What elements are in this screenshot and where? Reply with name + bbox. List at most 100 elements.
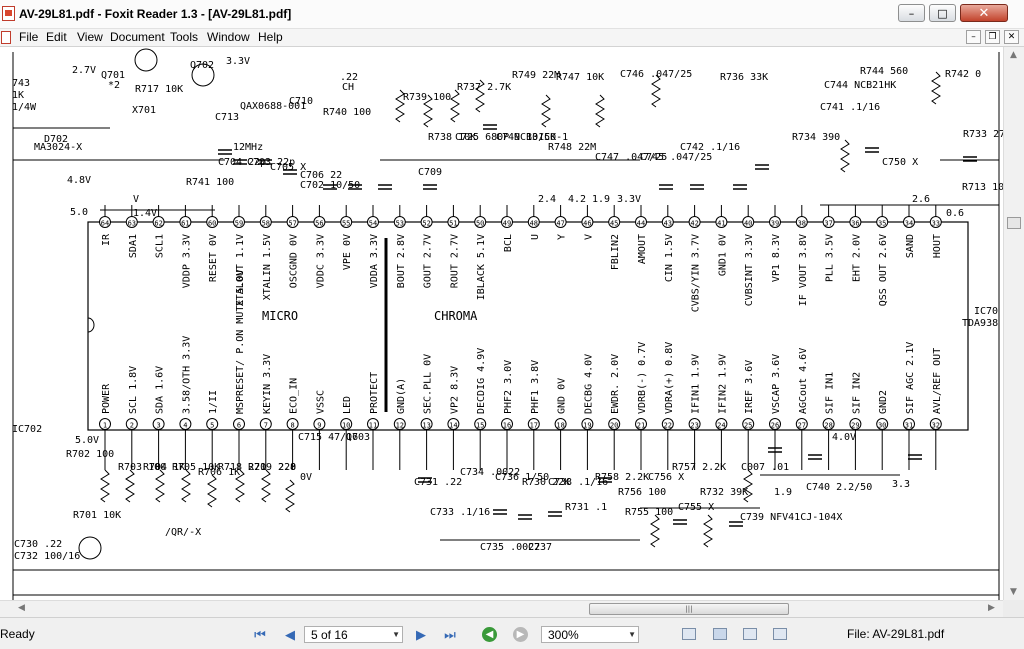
scroll-down-arrow-icon[interactable]: ▼	[1010, 587, 1017, 597]
horizontal-scroll-thumb[interactable]: |||	[589, 603, 789, 615]
bottom-pin-circle	[635, 418, 647, 430]
component-label: 4.0V	[832, 432, 856, 443]
menu-tools[interactable]: Tools	[170, 30, 199, 44]
component-label: C738 .1/16	[548, 477, 608, 488]
top-pin-number: 41	[717, 220, 725, 228]
top-pin-name: QSS OUT 2.6V	[878, 234, 889, 306]
top-pin-circle	[393, 216, 406, 228]
top-pin-name: IF VOUT 3.8V	[798, 234, 809, 306]
component-label: C734 .0022	[460, 467, 520, 478]
bottom-pin-circle	[340, 418, 353, 430]
bottom-pin-number: 30	[878, 422, 886, 430]
bottom-pin-circle	[125, 418, 138, 430]
bottom-pin-name: PROTECT	[369, 372, 380, 414]
zoom-dropdown-icon[interactable]: ▼	[628, 630, 636, 639]
scroll-left-arrow-icon[interactable]: ◀	[18, 603, 25, 613]
menu-document[interactable]: Document	[110, 30, 165, 44]
first-page-icon[interactable]: ⏮	[254, 626, 266, 642]
menu-window[interactable]: Window	[207, 30, 250, 44]
single-page-icon[interactable]	[682, 628, 696, 640]
menu-help[interactable]: Help	[258, 30, 283, 44]
previous-page-icon[interactable]: ◀	[285, 626, 295, 642]
component-label: C756 X	[648, 472, 684, 483]
doc-minimize-button[interactable]: –	[966, 30, 981, 44]
zoom-field[interactable]: 300% ▼	[541, 626, 639, 643]
component-label: R731 .1	[565, 502, 607, 513]
top-pin-name: HOUT	[932, 234, 943, 258]
component-label: R741 100	[186, 177, 234, 188]
bottom-pin-name: VDRB(-) 0.7V	[637, 342, 648, 414]
component-label: 5.0	[70, 207, 88, 218]
component-label: C746 .047/25	[620, 69, 692, 80]
top-pin-circle	[876, 216, 889, 228]
vertical-scroll-thumb[interactable]	[1007, 217, 1021, 229]
component-label: 2.6	[912, 194, 930, 205]
bottom-pin-name: KEYIN 3.3V	[262, 354, 273, 414]
top-pin-name: AMOUT	[637, 234, 648, 264]
component-label: R705 10K	[172, 462, 220, 473]
component-label: R749 22M	[512, 70, 560, 81]
menu-edit[interactable]: Edit	[46, 30, 67, 44]
top-pin-name: VDDC 3.3V	[315, 234, 326, 288]
top-pin-name: XTALOUT 1.1V	[235, 234, 246, 306]
top-pin-number: 57	[288, 220, 296, 228]
forward-icon[interactable]: ▶	[513, 627, 528, 642]
back-icon[interactable]: ◀	[482, 627, 497, 642]
page-number-field[interactable]: 5 of 16 ▼	[304, 626, 403, 643]
top-pin-circle	[340, 216, 353, 228]
top-pin-circle	[501, 216, 513, 228]
top-pin-circle	[849, 216, 862, 228]
scroll-up-arrow-icon[interactable]: ▲	[1010, 50, 1017, 60]
doc-restore-button[interactable]: ❐	[985, 30, 1000, 44]
scroll-right-arrow-icon[interactable]: ▶	[988, 603, 995, 613]
bottom-pin-number: 6	[237, 422, 241, 430]
component-label: 1.9	[592, 194, 610, 205]
top-pin-number: 59	[235, 220, 243, 228]
foxit-app-icon[interactable]	[2, 6, 15, 21]
component-label: R718 220	[218, 462, 266, 473]
component-label: R744 560	[860, 66, 908, 77]
component-label: 5.0V	[75, 435, 99, 446]
menu-file[interactable]: File	[19, 30, 39, 44]
maximize-button[interactable]: □	[929, 4, 956, 22]
top-pin-number: 36	[851, 220, 859, 228]
doc-close-button[interactable]: ✕	[1004, 30, 1019, 44]
vertical-scrollbar[interactable]: ▲ ▼	[1003, 47, 1024, 600]
bottom-pin-name: POWER	[101, 383, 112, 414]
component-label: C749 10/50	[496, 132, 556, 143]
bottom-pin-number: 5	[210, 422, 214, 430]
next-page-icon[interactable]: ▶	[416, 626, 426, 642]
horizontal-scrollbar[interactable]: ◀ ||| ▶	[0, 600, 1003, 617]
facing-page-icon[interactable]	[743, 628, 757, 640]
last-page-icon[interactable]: ⏭	[444, 626, 456, 642]
bottom-pin-circle	[206, 418, 219, 430]
continuous-page-icon[interactable]	[713, 628, 727, 640]
component-label: R757 2.2K	[672, 462, 726, 473]
top-pin-number: 50	[476, 220, 484, 228]
document-icon[interactable]	[1, 31, 11, 44]
close-button[interactable]: ✕	[960, 4, 1008, 22]
component-label: 1.4V	[133, 208, 157, 219]
top-pin-number: 53	[396, 220, 404, 228]
bottom-pin-circle	[501, 418, 513, 430]
bottom-pin-name: IFIN1 1.9V	[691, 354, 702, 414]
menu-view[interactable]: View	[77, 30, 103, 44]
bottom-pin-circle	[474, 418, 487, 430]
page-dropdown-icon[interactable]: ▼	[392, 630, 400, 639]
bottom-pin-number: 22	[664, 422, 672, 430]
component-label: C739 NFV41CJ-104X	[740, 512, 842, 523]
top-pin-circle	[929, 216, 942, 228]
continuous-facing-icon[interactable]	[773, 628, 787, 640]
component-label: R748 22M	[548, 142, 596, 153]
minimize-button[interactable]: –	[898, 4, 925, 22]
top-pin-circle	[795, 216, 808, 228]
bottom-pin-number: 3	[156, 422, 160, 430]
bottom-pin-number: 27	[798, 422, 806, 430]
page-number-value: 5 of 16	[311, 628, 348, 642]
top-pin-circle	[367, 216, 379, 228]
bottom-pin-circle	[367, 418, 379, 430]
top-pin-circle	[608, 216, 621, 228]
component-label: C741 .1/16	[820, 102, 880, 113]
bottom-pin-circle	[420, 418, 433, 430]
